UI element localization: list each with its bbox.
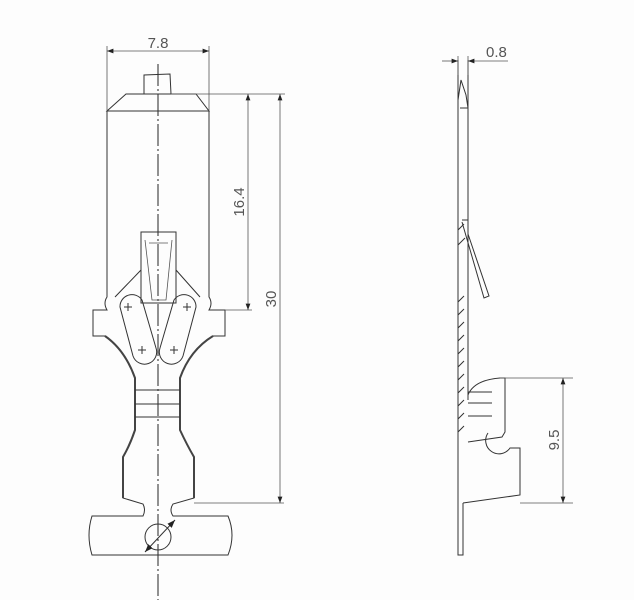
overall-length-dimension-label: 30 [263,291,280,308]
hatching [457,223,466,433]
contact-length-dimension-label: 16.4 [231,187,248,216]
serrations [135,389,180,418]
hole-diameter-line [144,519,176,553]
crimp-barrel-side [462,377,521,504]
width-dimension-label: 7.8 [148,35,169,52]
thickness-dimension-label: 0.8 [486,44,507,61]
crimp-length-dimension-label: 9.5 [546,430,563,451]
side-view: 9.5 0.8 [442,44,573,556]
terminal-outline [88,111,233,556]
contact-window [140,231,177,304]
top-tab [143,73,172,95]
side-strip [457,60,469,556]
slot-left [119,294,158,365]
spring-finger [461,219,490,299]
side-top-tab [457,79,469,109]
slot-right [158,294,197,365]
front-view: 7.8 16.4 30 [88,35,285,600]
